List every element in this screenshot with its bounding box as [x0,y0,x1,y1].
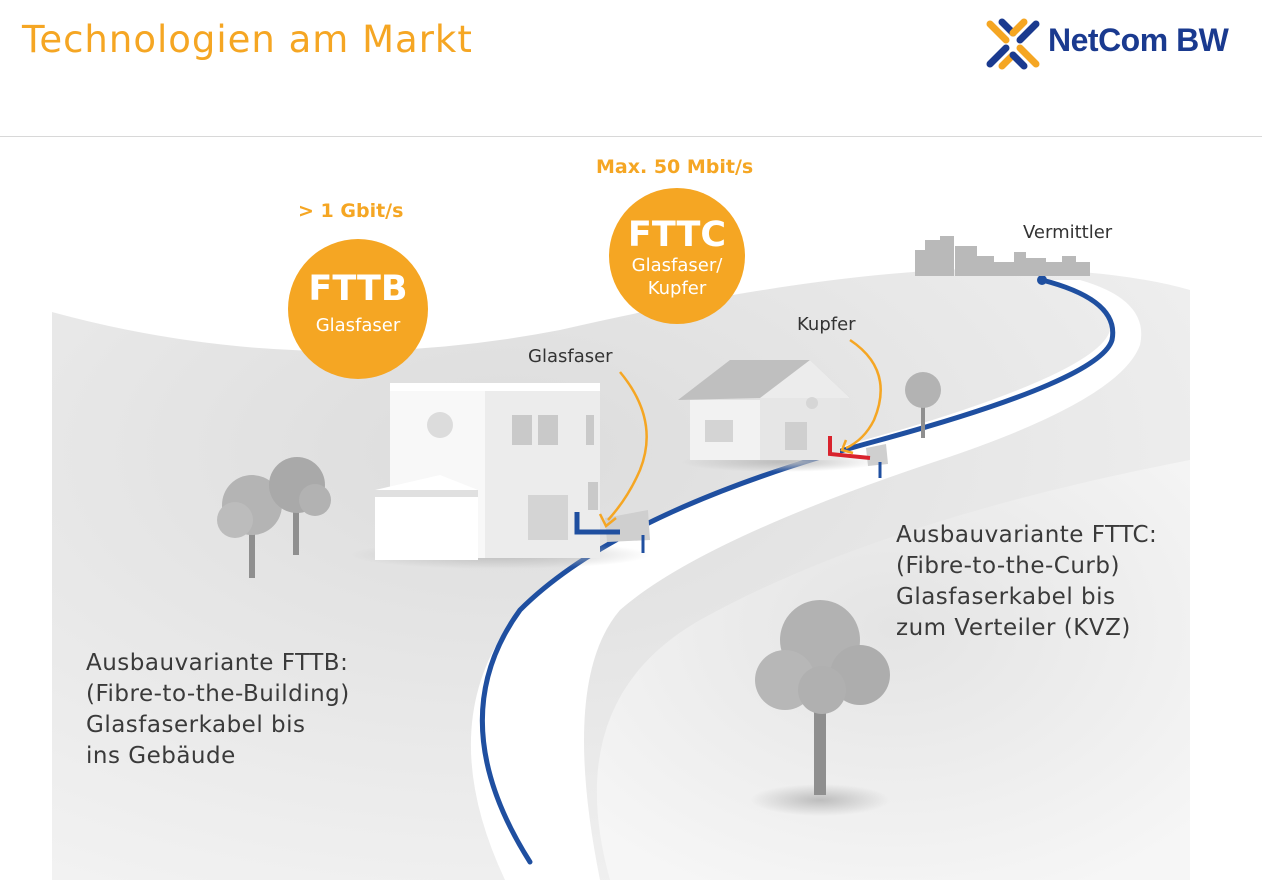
fttc-desc-line: Glasfaserkabel bis [896,584,1116,610]
tree-big [750,600,890,816]
tree-right-small [905,372,941,438]
fttc-desc-line: Ausbauvariante FTTC: [896,522,1158,548]
fttc-badge-text: FTTC Glasfaser/ Kupfer [609,216,745,300]
fttb-subtitle: Glasfaser [315,315,401,336]
fttb-desc-line: Ausbauvariante FTTB: [86,650,349,676]
fttc-speed: Max. 50 Mbit/s [596,156,754,178]
fttc-title: FTTC [627,215,727,255]
page-title: Technologien am Markt [22,18,473,61]
fttb-desc-line: Glasfaserkabel bis [86,712,306,738]
exchange-label: Vermittler [1023,222,1113,243]
network-scene [52,188,1190,880]
tree-left-1 [217,475,282,578]
fttb-description: Ausbauvariante FTTB: (Fibre-to-the-Build… [86,648,350,772]
netcom-logo: NetCom BW [982,16,1242,72]
fttb-badge [288,239,428,379]
fttc-desc-line: (Fibre-to-the-Curb) [896,553,1120,579]
fttc-description: Ausbauvariante FTTC: (Fibre-to-the-Curb)… [896,520,1157,644]
exchange-node [1037,275,1047,285]
fttc-arrowhead [840,439,854,455]
fttc-desc-line: zum Verteiler (KVZ) [896,615,1131,641]
tree-left-2 [269,457,331,555]
logo-text: NetCom BW [1048,22,1229,58]
fttb-building [350,383,650,569]
city-skyline [915,236,1090,276]
right-hill [596,460,1190,880]
fttc-house [678,360,888,478]
fttc-subtitle-2: Kupfer [647,278,707,299]
fttb-speed: > 1 Gbit/s [298,200,404,222]
fttc-arrow [845,338,882,450]
fttb-desc-line: ins Gebäude [86,743,236,769]
netcom-logo-icon [986,18,1040,70]
fttb-arrowhead [598,513,617,528]
fttb-arrow [607,371,648,521]
fttb-title: FTTB [308,269,408,309]
fttc-badge [609,188,745,324]
road [470,280,1142,880]
header-divider [0,136,1262,137]
fttc-subtitle-1: Glasfaser/ [631,255,723,276]
fttb-badge-text: FTTB Glasfaser [288,270,428,337]
fttb-cable-label: Glasfaser [528,346,613,367]
fttc-cable-label: Kupfer [797,314,856,335]
fttb-desc-line: (Fibre-to-the-Building) [86,681,350,707]
